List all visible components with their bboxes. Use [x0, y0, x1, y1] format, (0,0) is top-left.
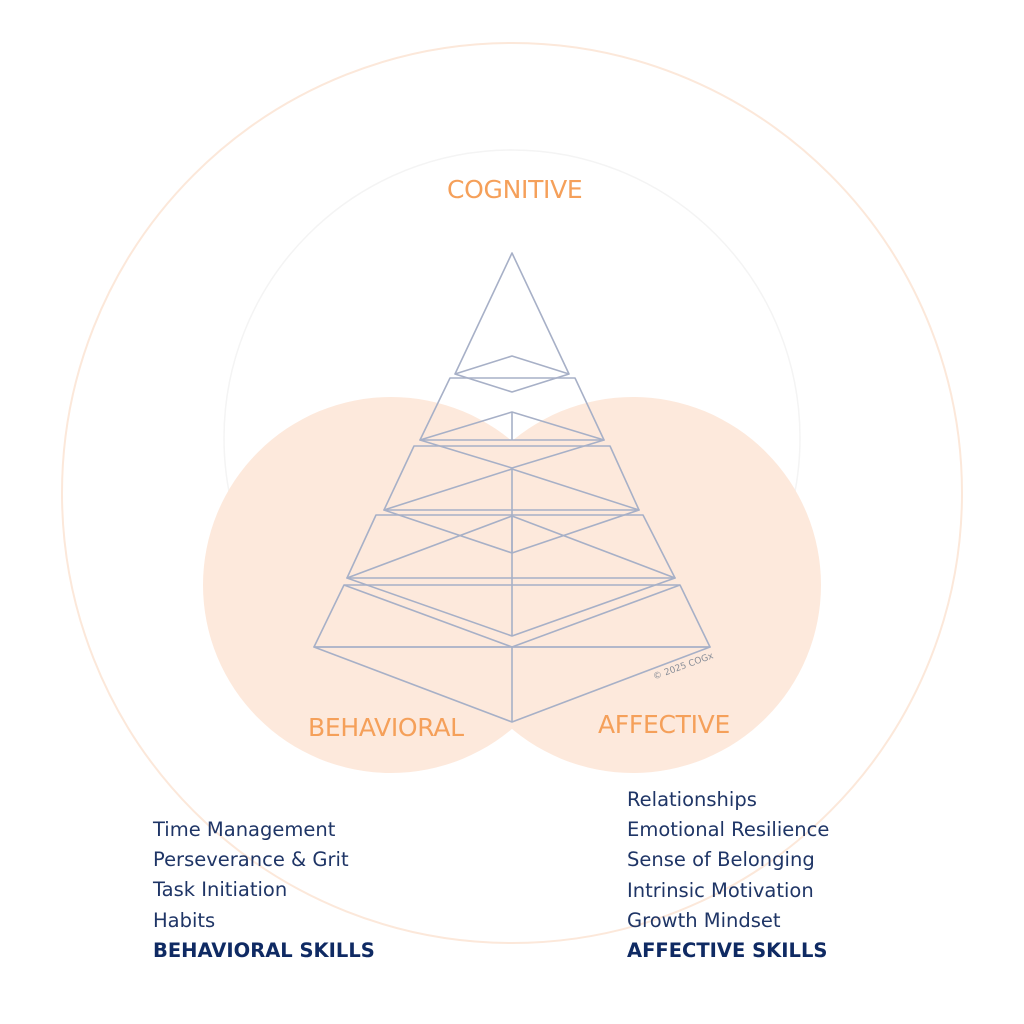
affective-skill-item: Sense of Belonging [627, 848, 815, 872]
outer-ring [61, 42, 963, 944]
behavioral-skill-item: Task Initiation [153, 878, 288, 902]
pyramid-apex [454, 252, 570, 375]
behavioral-skills-list: Time Management Perseverance & Grit Task… [153, 815, 375, 966]
affective-skill-item: Growth Mindset [627, 908, 781, 932]
behavioral-skill-item: Perseverance & Grit [153, 848, 349, 872]
affective-label: AFFECTIVE [598, 710, 730, 739]
affective-skill-item: Emotional Resilience [627, 818, 830, 842]
behavioral-skills-heading: BEHAVIORAL SKILLS [153, 938, 375, 962]
layered-pyramid [313, 252, 711, 723]
cognitive-label: COGNITIVE [447, 175, 583, 204]
pyramid-tier-2-base [419, 411, 605, 469]
pyramid-apex-base [454, 373, 570, 393]
behavioral-skill-item: Time Management [153, 818, 336, 841]
behavioral-label: BEHAVIORAL [308, 713, 464, 742]
affective-skill-item: Relationships [627, 788, 757, 811]
affective-skills-list: Relationships Emotional Resilience Sense… [627, 785, 829, 966]
affective-skills-heading: AFFECTIVE SKILLS [627, 938, 828, 962]
affective-skill-item: Intrinsic Motivation [627, 878, 814, 902]
behavioral-skill-item: Habits [153, 908, 216, 932]
